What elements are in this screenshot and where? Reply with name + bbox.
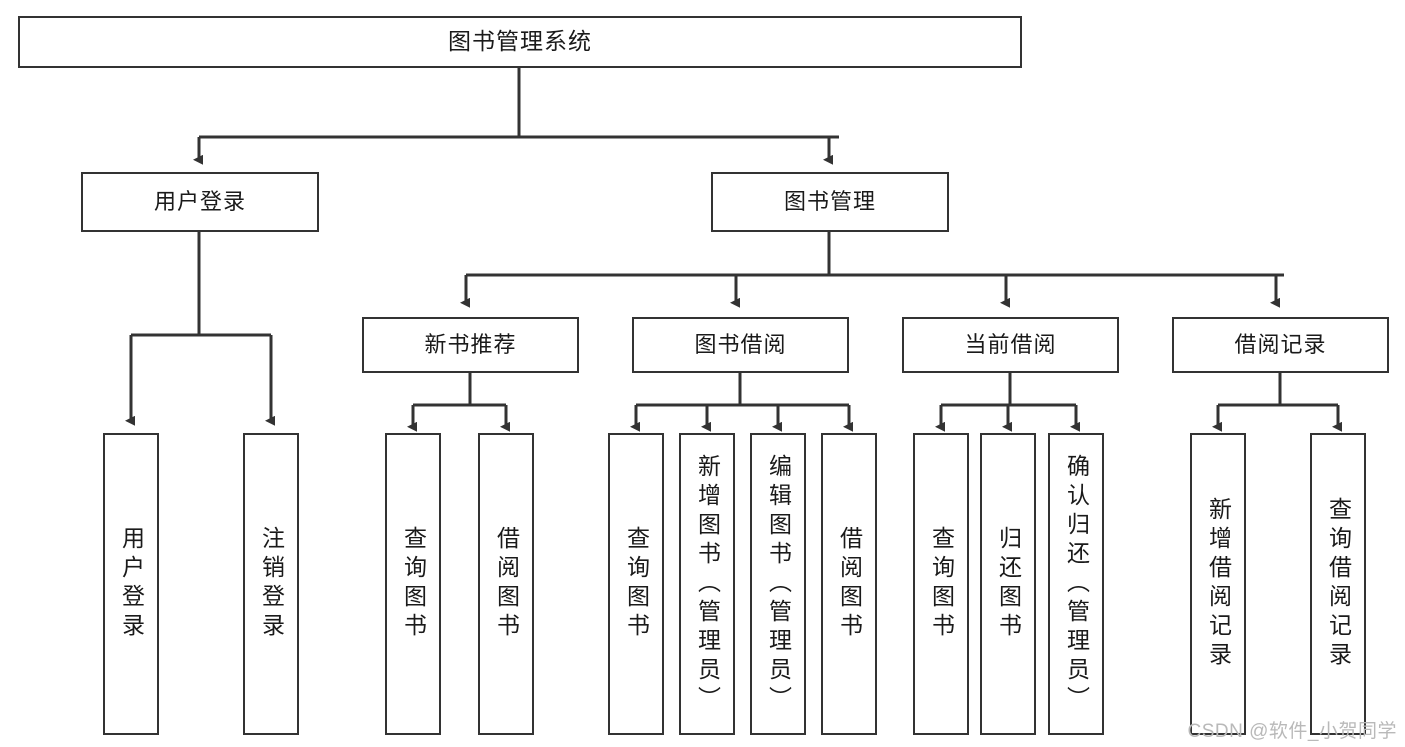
leaf-add-book[interactable]: 新增图书（管理员）	[679, 433, 735, 735]
node-current-borrow[interactable]: 当前借阅	[902, 317, 1119, 373]
leaf-borrow-book-2[interactable]: 借阅图书	[821, 433, 877, 735]
node-book-manage[interactable]: 图书管理	[711, 172, 949, 232]
leaf-query-book-2[interactable]: 查询图书	[608, 433, 664, 735]
leaf-edit-book[interactable]: 编辑图书（管理员）	[750, 433, 806, 735]
node-new-book-rec[interactable]: 新书推荐	[362, 317, 579, 373]
watermark-text: CSDN @软件_小贺同学	[1187, 721, 1397, 742]
leaf-query-book-3[interactable]: 查询图书	[913, 433, 969, 735]
node-user-login[interactable]: 用户登录	[81, 172, 319, 232]
node-root[interactable]: 图书管理系统	[18, 16, 1022, 68]
leaf-logout-login[interactable]: 注销登录	[243, 433, 299, 735]
node-borrow-record[interactable]: 借阅记录	[1172, 317, 1389, 373]
leaf-user-login[interactable]: 用户登录	[103, 433, 159, 735]
leaf-add-record[interactable]: 新增借阅记录	[1190, 433, 1246, 735]
node-book-borrow[interactable]: 图书借阅	[632, 317, 849, 373]
leaf-return-book[interactable]: 归还图书	[980, 433, 1036, 735]
leaf-borrow-book-1[interactable]: 借阅图书	[478, 433, 534, 735]
leaf-query-record[interactable]: 查询借阅记录	[1310, 433, 1366, 735]
leaf-confirm-return[interactable]: 确认归还（管理员）	[1048, 433, 1104, 735]
leaf-query-book-1[interactable]: 查询图书	[385, 433, 441, 735]
